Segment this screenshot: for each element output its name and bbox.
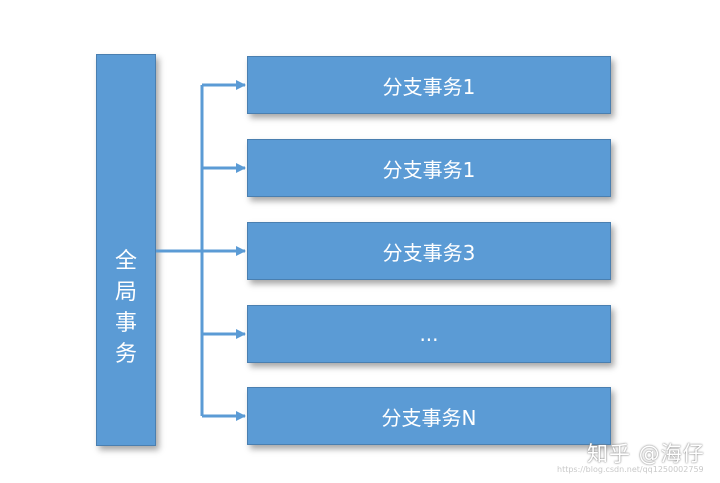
branch-transaction-box-2: 分支事务1 xyxy=(247,139,611,197)
watermark-url: https://blog.csdn.net/qq1250002759 xyxy=(557,465,704,474)
branch-transaction-box-ellipsis: ... xyxy=(247,305,611,363)
watermark-author: 知乎 @海仔 xyxy=(587,442,705,466)
branch-transaction-box-1: 分支事务1 xyxy=(247,56,611,114)
branch-transaction-box-3: 分支事务3 xyxy=(247,222,611,280)
branch-transaction-label: 分支事务1 xyxy=(382,157,476,182)
branch-transaction-box-n: 分支事务N xyxy=(247,387,611,445)
branch-transaction-label: 分支事务3 xyxy=(382,240,476,265)
branch-transaction-label: 分支事务N xyxy=(381,405,477,430)
branch-transaction-label: ... xyxy=(419,322,439,346)
branch-transaction-label: 分支事务1 xyxy=(382,74,476,99)
global-transaction-label: 全 局 事 务 xyxy=(114,249,137,367)
global-transaction-box: 全 局 事 务 xyxy=(96,54,156,446)
